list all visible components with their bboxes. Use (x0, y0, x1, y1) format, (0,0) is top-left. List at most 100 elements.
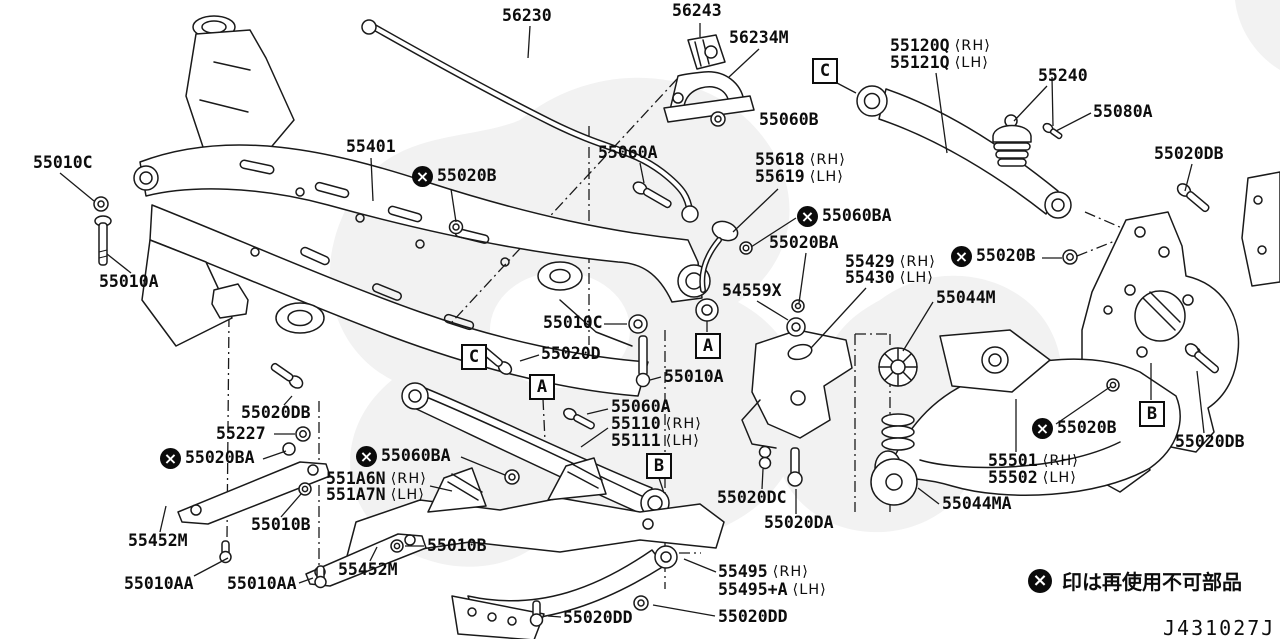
part-number: 56230 (502, 6, 552, 25)
part-number: 55020B (976, 246, 1036, 266)
part-number: 55111 (611, 431, 661, 450)
part-label-551A7N: 551A7N⟨LH⟩ (326, 486, 425, 504)
part-side: ⟨LH⟩ (390, 487, 425, 504)
part-number: 55020DB (1175, 432, 1245, 451)
part-label-54559X: 54559X (722, 282, 782, 300)
part-label-55010B: 55010B (251, 515, 311, 534)
part-side: ⟨RH⟩ (899, 254, 936, 271)
part-number: 55020DD (563, 608, 633, 627)
part-label-55429: 55429⟨RH⟩ (845, 252, 936, 271)
part-label-55010A: 55010A (99, 272, 159, 291)
part-label-551A6N: 551A6N⟨RH⟩ (326, 469, 427, 488)
upper-link (856, 85, 1072, 219)
part-label-55060A: 55060A (598, 144, 658, 162)
part-label-55502: 55502⟨LH⟩ (988, 469, 1077, 487)
part-label-55452M: 55452M (338, 560, 398, 579)
part-number: 55010AA (124, 574, 194, 593)
part-label-55020DB: 55020DB (241, 404, 311, 422)
part-number: 56243 (672, 1, 722, 20)
part-label-55020D: 55020D (541, 344, 601, 363)
part-label-55010B: 55010B (427, 536, 487, 555)
drawing-number: J431027J (1163, 616, 1276, 639)
part-label-55020BA: 55020BA (769, 233, 839, 252)
part-number: 55020DA (764, 513, 834, 532)
part-side: ⟨LH⟩ (1042, 470, 1077, 487)
part-number: 55010B (427, 536, 487, 555)
part-number: 55020DD (718, 607, 788, 626)
fasteners (93, 111, 1220, 627)
rear-suspension-member (133, 15, 711, 397)
part-number: 55452M (128, 531, 188, 550)
part-label-55020DD: 55020DD (563, 608, 633, 627)
part-label-55010AA: 55010AA (227, 575, 297, 593)
view-ref-b: B (1139, 401, 1165, 427)
damper-seat-parts (870, 347, 918, 506)
part-label-55044MA: 55044MA (942, 494, 1012, 513)
part-number: 55020B (1057, 418, 1117, 438)
part-label-55110: 55110⟨RH⟩ (611, 415, 702, 433)
part-label-55501: 55501⟨RH⟩ (988, 452, 1079, 470)
part-label-56234M: 56234M (729, 29, 789, 47)
non-reusable-icon: × (951, 246, 972, 267)
non-reusable-icon: × (1028, 568, 1052, 593)
center-skid-bracket (345, 457, 725, 561)
part-number: 55430 (845, 268, 895, 287)
part-side: ⟨LH⟩ (792, 582, 827, 599)
part-number: 55020D (541, 344, 601, 363)
part-number: 55080A (1093, 102, 1153, 121)
part-label-55020DB: 55020DB (1175, 432, 1245, 451)
part-label-55401: 55401 (346, 137, 396, 156)
part-number: 55020B (437, 166, 497, 186)
part-label-55010C: 55010C (33, 153, 93, 172)
part-label-55111: 55111⟨LH⟩ (611, 431, 700, 450)
part-label-55120Q: 55120Q⟨RH⟩ (890, 37, 991, 55)
part-number: 55452M (338, 560, 398, 579)
part-number: 55060BA (381, 446, 451, 466)
part-number: 55010A (99, 272, 159, 291)
legend-text: 印は再使用不可部品 (1062, 570, 1242, 594)
part-label-55060A: 55060A (611, 398, 671, 416)
part-label-56243: 56243 (672, 1, 722, 20)
non-reusable-icon: × (356, 446, 377, 467)
part-number: 55227 (216, 424, 266, 443)
part-number: 55495 (718, 562, 768, 581)
part-label-55080A: 55080A (1093, 102, 1153, 121)
part-number: 55060BA (822, 206, 892, 226)
part-number: 55020BA (769, 233, 839, 252)
part-label-55010AA: 55010AA (124, 574, 194, 593)
part-side: ⟨RH⟩ (390, 471, 427, 488)
part-number: 55044MA (942, 494, 1012, 513)
part-number: 55010C (33, 153, 93, 172)
part-side: ⟨LH⟩ (899, 270, 934, 287)
spring-seat-bracket (741, 329, 853, 449)
part-label-55619: 55619⟨LH⟩ (755, 168, 844, 186)
part-number: 55618 (755, 150, 805, 169)
part-label-55495+A: 55495+A⟨LH⟩ (718, 581, 827, 599)
part-number: 55010B (251, 515, 311, 534)
part-number: 55044M (936, 288, 996, 307)
part-number: 55060B (759, 110, 819, 129)
part-number: 55240 (1038, 66, 1088, 85)
legend: × 印は再使用不可部品 (1028, 566, 1242, 595)
part-label-55060BA: ×55060BA (797, 206, 892, 227)
stabilizer-connecting-rod (695, 220, 739, 322)
part-number: 55401 (346, 137, 396, 156)
part-label-55430: 55430⟨LH⟩ (845, 268, 934, 287)
part-label-56230: 56230 (502, 6, 552, 25)
part-label-55121Q: 55121Q⟨LH⟩ (890, 53, 989, 72)
non-reusable-icon: × (797, 206, 818, 227)
part-number: 55010C (543, 313, 603, 332)
stabilizer-bar (361, 19, 699, 223)
non-reusable-icon: × (1032, 418, 1053, 439)
part-number: 551A6N (326, 469, 386, 488)
part-number: 55429 (845, 252, 895, 271)
part-label-55020BA: ×55020BA (160, 448, 255, 469)
leader-lines (59, 23, 1205, 618)
part-label-55044M: 55044M (936, 288, 996, 307)
bump-stop (992, 114, 1032, 167)
radius-rod (451, 545, 678, 639)
part-label-55010A: 55010A (664, 368, 724, 386)
part-number: 55121Q (890, 53, 950, 72)
part-side: ⟨RH⟩ (809, 152, 846, 169)
